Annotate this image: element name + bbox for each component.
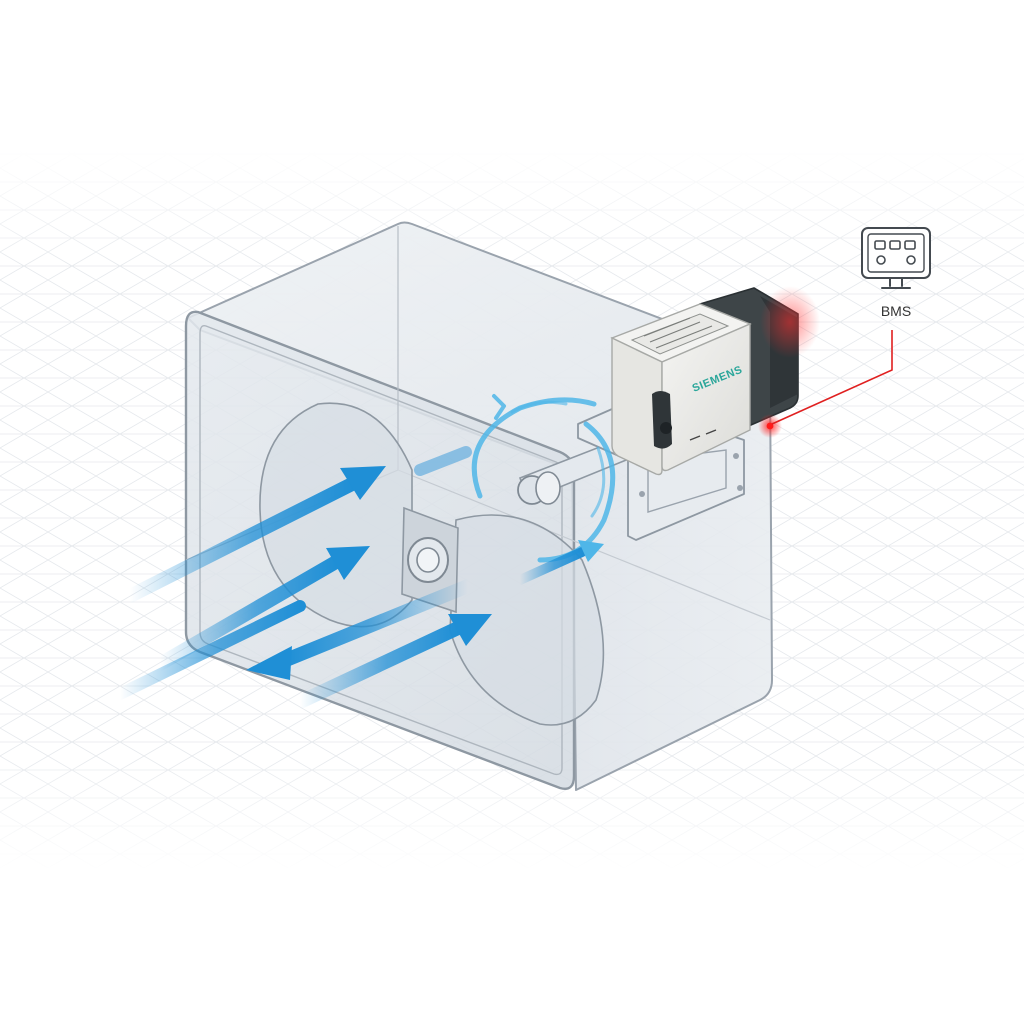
airflow-arrow [114,600,306,700]
airflow-arrow [515,540,604,585]
damper-linkage [401,506,459,614]
damper-blade-left [259,402,413,628]
airflow-arrow [414,446,472,476]
monitor-icon [861,227,931,289]
signal-wire [771,330,893,425]
airflow-arrow [123,466,386,603]
airflow-arrow [246,579,475,680]
airflow-arrow [153,546,370,671]
bms-label: BMS [881,303,911,319]
actuator [610,286,820,476]
airflow-arrows [114,446,604,709]
damper-blade-right [449,514,605,726]
airflow-arrow [293,614,492,709]
